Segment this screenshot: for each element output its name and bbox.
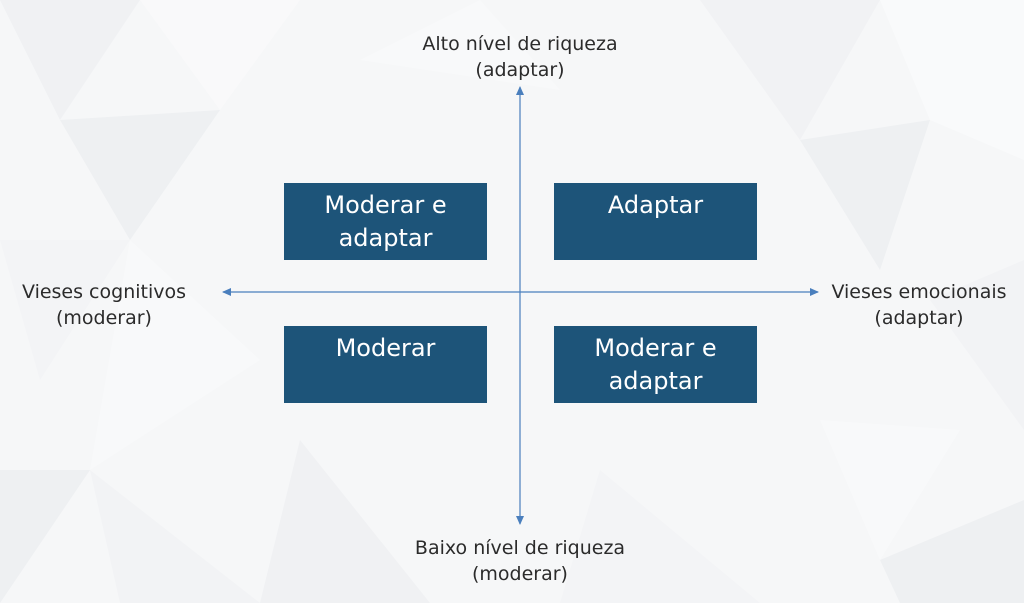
bottom-axis-label: Baixo nível de riqueza (moderar) [360,535,680,587]
bottom-axis-label-line2: (moderar) [472,563,568,585]
right-axis-label: Vieses emocionais (adaptar) [818,279,1020,331]
quadrant-bottom-left: Moderar [284,326,487,403]
top-axis-label: Alto nível de riqueza (adaptar) [360,31,680,83]
quadrant-bottom-right: Moderar e adaptar [554,326,757,403]
left-axis-label-line2: (moderar) [56,307,152,329]
quadrant-top-right: Adaptar [554,183,757,260]
top-axis-label-line2: (adaptar) [475,59,565,81]
right-axis-label-line2: (adaptar) [874,307,964,329]
right-axis-label-line1: Vieses emocionais [831,281,1007,303]
top-axis-label-line1: Alto nível de riqueza [422,33,618,55]
left-axis-label: Vieses cognitivos (moderar) [4,279,204,331]
quadrant-top-left: Moderar e adaptar [284,183,487,260]
left-axis-label-line1: Vieses cognitivos [21,281,187,303]
bottom-axis-label-line1: Baixo nível de riqueza [414,537,626,559]
